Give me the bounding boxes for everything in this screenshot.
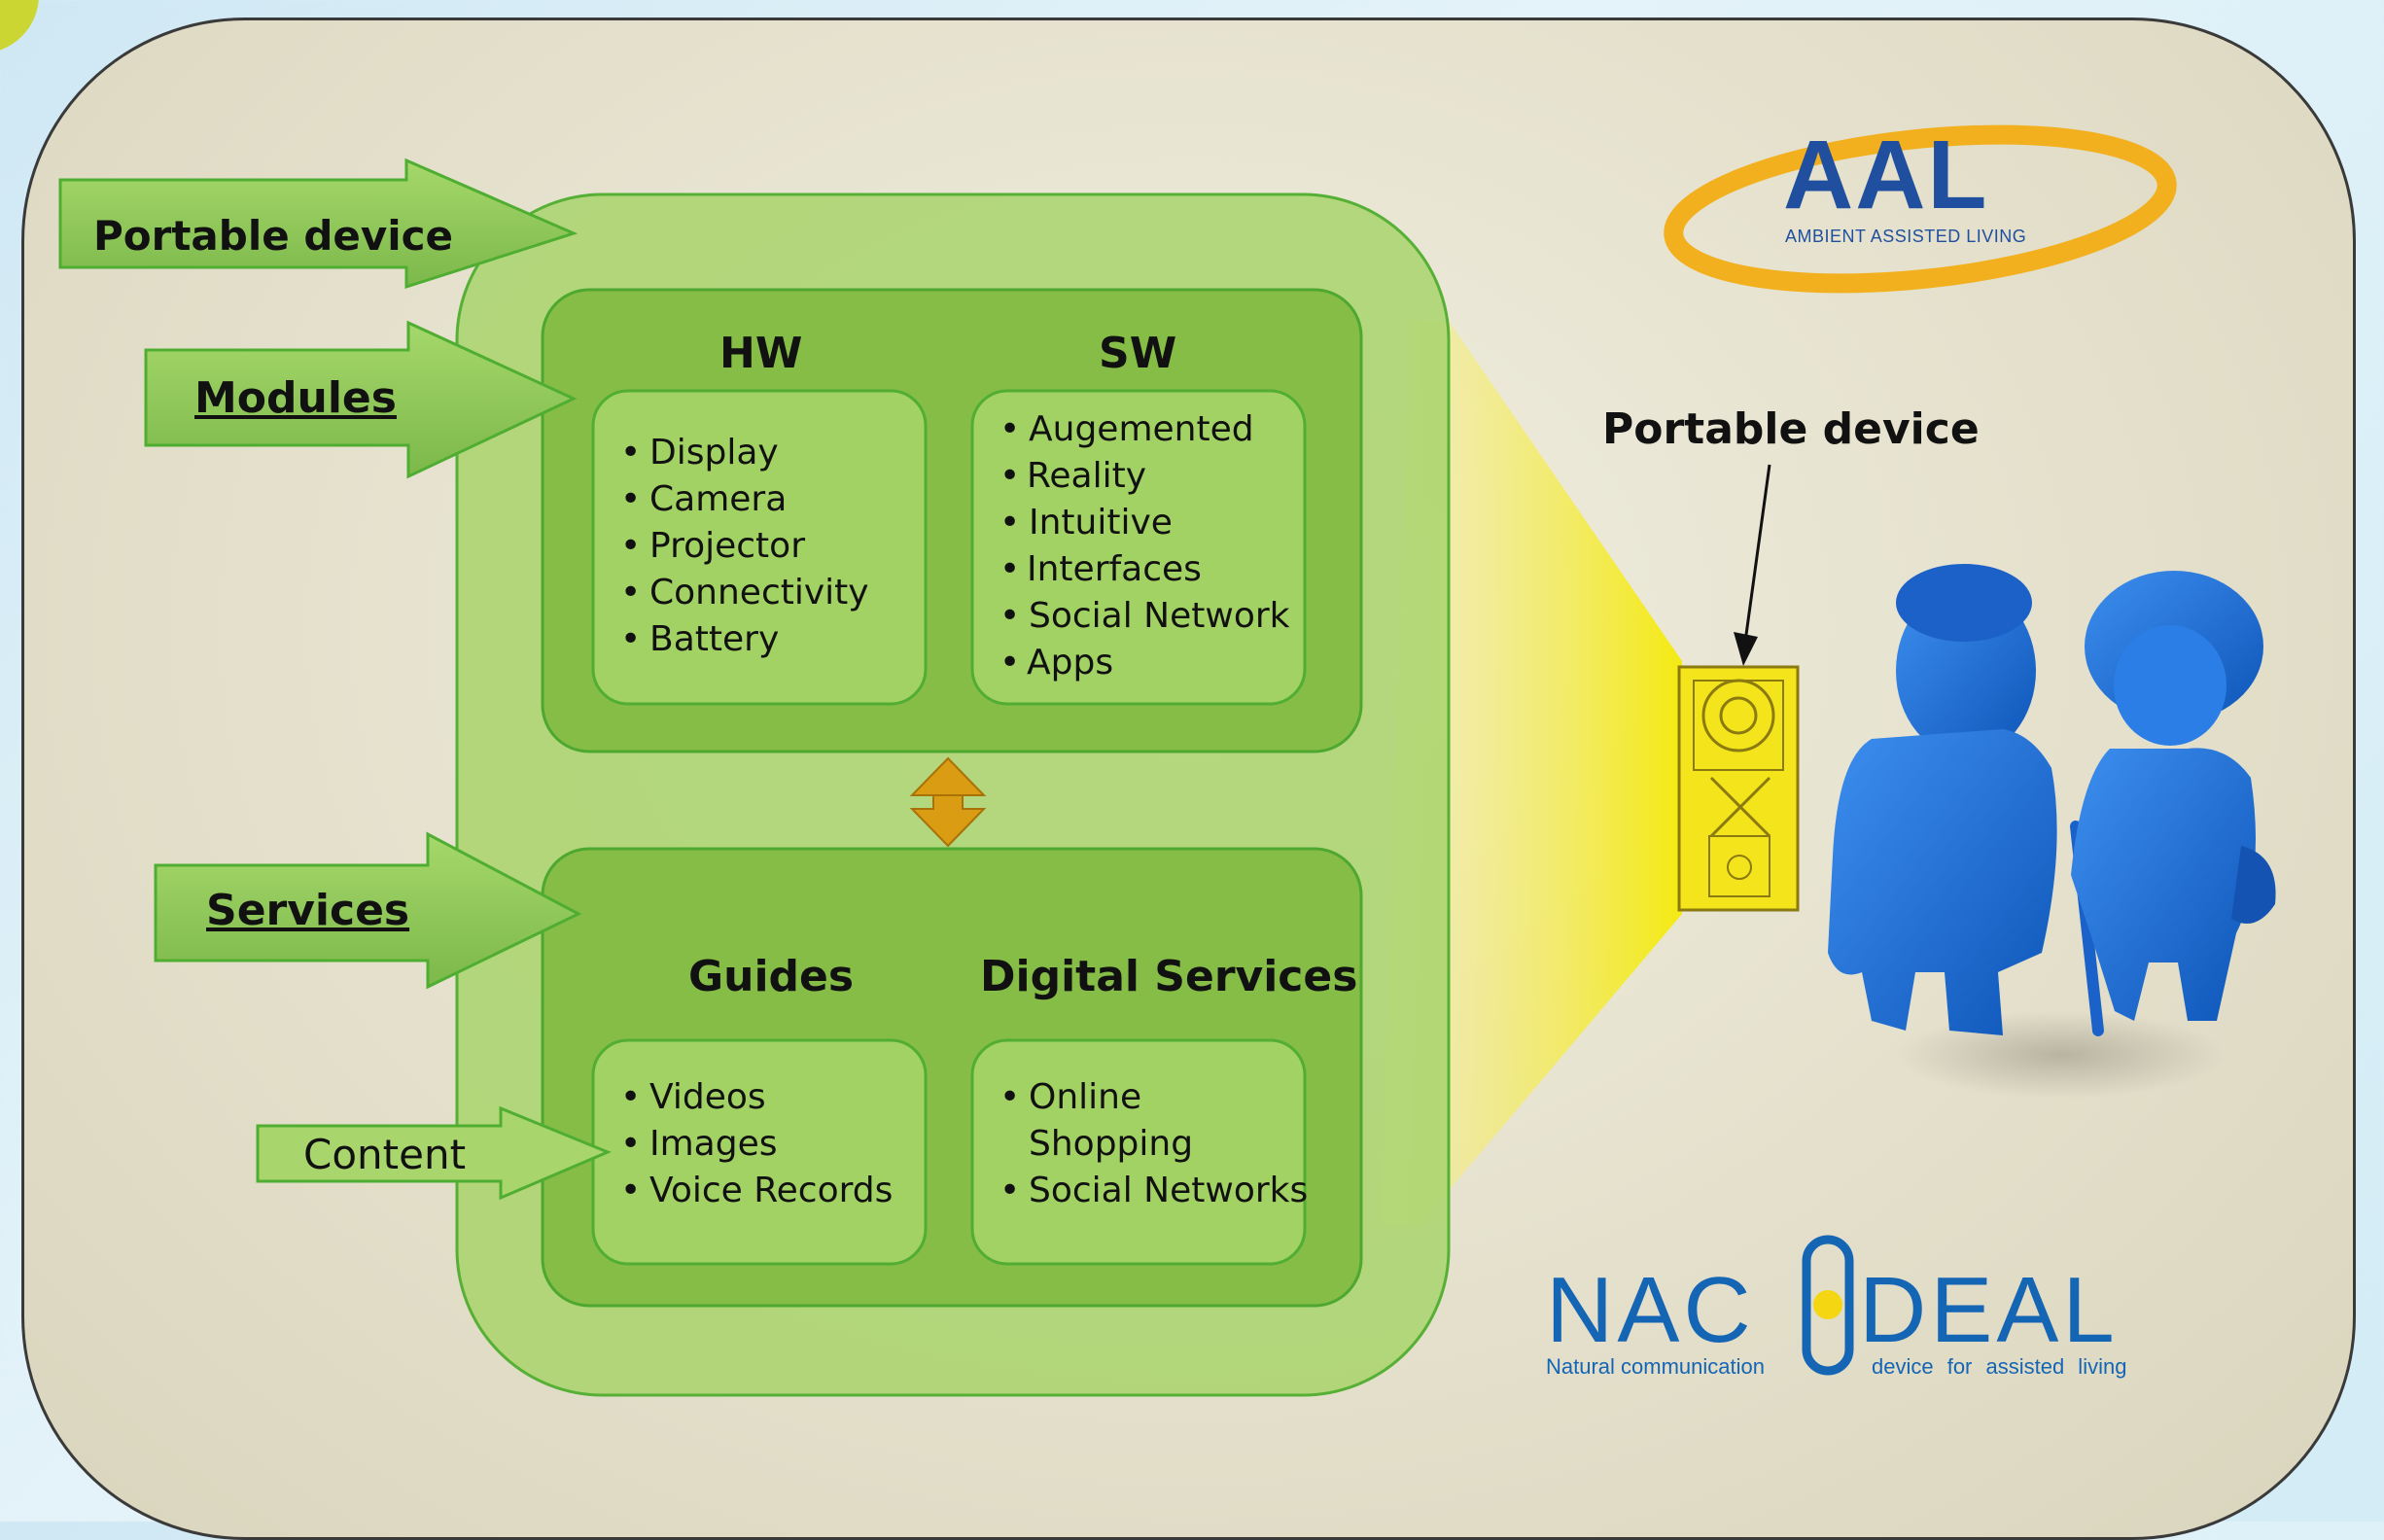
guides-list: Videos Images Voice Records — [620, 1074, 922, 1214]
sw-list: Augemented Reality Intuitive Interfaces … — [999, 406, 1301, 686]
guides-item: Images — [620, 1121, 922, 1168]
hw-item: Battery — [620, 616, 922, 663]
hw-title: HW — [719, 329, 803, 378]
aal-swoosh — [1664, 124, 2177, 294]
aal-tagline: AMBIENT ASSISTED LIVING — [1785, 227, 2027, 246]
tab-portable-device[interactable]: Portable device — [93, 212, 454, 260]
portable-device-callout: Portable device — [1602, 404, 1980, 454]
modules-arrow — [144, 320, 578, 479]
content-arrow — [256, 1105, 612, 1201]
sw-item: Intuitive — [999, 500, 1301, 546]
callout-line — [1743, 464, 1771, 643]
guides-item: Voice Records — [620, 1168, 922, 1214]
elderly-couple-figure — [1828, 564, 2276, 1099]
guides-item: Videos — [620, 1074, 922, 1121]
callout-arrowhead — [1734, 632, 1758, 666]
nacodeal-tagline-left: Natural communication — [1546, 1354, 1765, 1379]
content-label: Content — [303, 1131, 467, 1178]
digital-item: Social Networks — [999, 1168, 1311, 1214]
nacodeal-tagline-right: device for assisted living — [1872, 1354, 2127, 1379]
sw-item-cont: Interfaces — [999, 546, 1301, 593]
sw-item-cont: Apps — [999, 640, 1301, 686]
nacodeal-o-mark — [1802, 1235, 1854, 1376]
hw-item: Camera — [620, 476, 922, 523]
aal-logo: AAL — [1783, 121, 1989, 229]
services-arrow — [154, 831, 582, 990]
tab-services[interactable]: Services — [206, 886, 410, 935]
sw-item: Social Network — [999, 593, 1301, 640]
sw-title: SW — [1099, 329, 1177, 378]
nacodeal-logo-right: DEAL — [1859, 1258, 2119, 1362]
guides-title: Guides — [688, 952, 855, 1001]
yellow-beam — [1381, 321, 1682, 1225]
nacodeal-o-dot — [1813, 1290, 1842, 1319]
sw-item-cont: Reality — [999, 453, 1301, 500]
hw-item: Projector — [620, 523, 922, 570]
digital-services-title: Digital Services — [980, 952, 1358, 1001]
hw-item: Connectivity — [620, 570, 922, 616]
nacodeal-logo-left: NAC — [1546, 1258, 1755, 1362]
hw-list: Display Camera Projector Connectivity Ba… — [620, 430, 922, 663]
hw-item: Display — [620, 430, 922, 476]
tab-modules[interactable]: Modules — [194, 373, 397, 423]
digital-item: Online Shopping — [999, 1074, 1311, 1168]
digital-list: Online Shopping Social Networks — [999, 1074, 1311, 1214]
sw-item: Augemented — [999, 406, 1301, 453]
double-arrow-icon — [909, 756, 987, 848]
device-icon — [1677, 665, 1800, 912]
portable-device-arrow — [58, 158, 578, 290]
